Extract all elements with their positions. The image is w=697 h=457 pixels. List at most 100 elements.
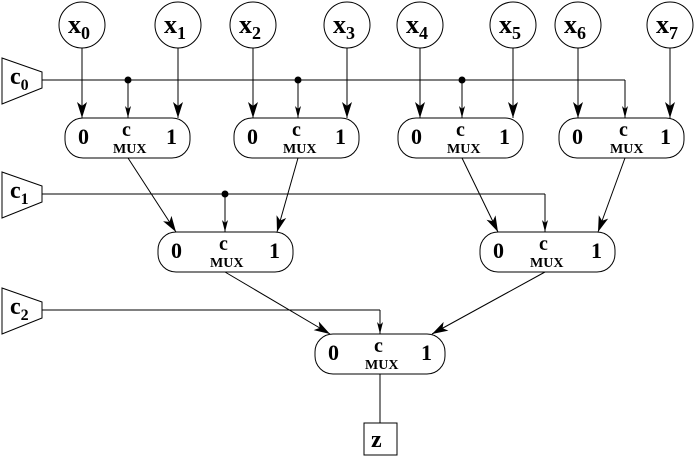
mux-wire-l1-0-to-2	[224, 271, 331, 335]
control-node-c2: c2	[1, 287, 43, 335]
mux-body	[64, 117, 191, 159]
input-wire-0-arrowhead	[77, 102, 87, 118]
control-trapezoid	[1, 287, 43, 335]
mux-wire-l1-1-to-2	[431, 271, 546, 335]
label-subscript: 0	[21, 77, 29, 94]
control-label: c0	[10, 64, 29, 94]
mux-wire-l1-0-to-2-arrowhead	[313, 321, 330, 334]
label-base: x	[333, 10, 346, 39]
input-label: x2	[239, 10, 261, 43]
input-node-x1: x1	[154, 1, 202, 49]
mux-wire-1-to-1-arrowhead	[276, 215, 287, 232]
mux-control-label: c	[219, 233, 228, 255]
label-subscript: 3	[346, 23, 355, 43]
control-label: c1	[10, 178, 29, 208]
input-node-x2: x2	[229, 1, 277, 49]
label-base: x	[499, 10, 512, 39]
control-c1-branch-1-arrowhead	[542, 220, 548, 232]
label-base: x	[239, 10, 252, 39]
input-node-x7: x7	[646, 1, 694, 49]
mux-name-label: MUX	[365, 358, 398, 373]
mux-body	[479, 231, 616, 273]
label-base: c	[10, 64, 21, 90]
label-base: c	[10, 294, 21, 320]
label-base: x	[68, 10, 81, 39]
mux-input-0-label: 0	[411, 124, 422, 149]
input-circle	[323, 1, 371, 49]
label-subscript: 1	[177, 23, 186, 43]
mux-control-label: c	[292, 119, 301, 141]
mux-input-0-label: 0	[78, 124, 89, 149]
input-node-x0: x0	[58, 1, 106, 49]
control-c1-branch-0-arrowhead	[222, 220, 228, 232]
input-circle	[154, 1, 202, 49]
label-subscript: 2	[21, 307, 29, 324]
input-circle	[229, 1, 277, 49]
label-base: x	[164, 10, 177, 39]
mux-input-0-label: 0	[328, 340, 339, 365]
control-trapezoid	[1, 171, 43, 219]
input-circle	[396, 1, 444, 49]
input-node-x6: x6	[554, 1, 602, 49]
control-c0-branch-2-arrowhead	[459, 106, 465, 118]
input-label: x3	[333, 10, 355, 43]
label-subscript: 4	[419, 23, 428, 43]
input-node-x3: x3	[323, 1, 371, 49]
label-base: x	[656, 10, 669, 39]
label-base: c	[10, 178, 21, 204]
input-node-x4: x4	[396, 1, 444, 49]
mux-wire-2-to-1	[461, 157, 499, 233]
mux-input-1-label: 1	[660, 124, 671, 149]
mux-body	[558, 117, 685, 159]
mux-input-0-label: 0	[171, 238, 182, 263]
mux-wire-0-to-1-arrowhead	[163, 215, 176, 232]
mux-input-1-label: 1	[499, 124, 510, 149]
input-label: x1	[164, 10, 186, 43]
wires	[42, 48, 675, 423]
input-circle	[646, 1, 694, 49]
mux-input-0-label: 0	[572, 124, 583, 149]
mux-wire-3-to-1	[597, 157, 626, 233]
output-label: z	[371, 427, 382, 453]
input-circle	[489, 1, 537, 49]
mux-body	[233, 117, 360, 159]
mux-control-label: c	[374, 335, 383, 357]
input-wire-3-arrowhead	[342, 102, 352, 118]
mux-name-label: MUX	[113, 142, 146, 157]
control-c0-branch-1-arrowhead	[295, 106, 301, 118]
control-trapezoid	[1, 57, 43, 105]
mux-input-1-label: 1	[591, 238, 602, 263]
control-c0-branch-3-arrowhead	[622, 106, 628, 118]
input-label: x6	[564, 10, 586, 43]
mux-name-label: MUX	[447, 142, 480, 157]
input-circle	[58, 1, 106, 49]
mux-wire-0-to-1	[127, 157, 177, 233]
mux-name-label: MUX	[210, 256, 243, 271]
mux-input-1-label: 1	[421, 340, 432, 365]
mux-name-label: MUX	[610, 142, 643, 157]
mux-input-1-label: 1	[269, 238, 280, 263]
control-node-c1: c1	[1, 171, 43, 219]
input-wire-6-arrowhead	[573, 102, 583, 118]
mux-control-label: c	[456, 119, 465, 141]
control-c2-branch-arrowhead	[377, 322, 383, 334]
input-label: x4	[406, 10, 428, 43]
control-c0-branch-0-arrowhead	[125, 106, 131, 118]
input-label: x5	[499, 10, 521, 43]
mux-wire-2-to-1-arrowhead	[486, 215, 498, 232]
mux-control-label: c	[619, 119, 628, 141]
mux-body	[314, 333, 446, 375]
mux-wire-3-to-1-arrowhead	[598, 215, 609, 232]
input-wire-4-arrowhead	[415, 102, 425, 118]
mux-control-label: c	[539, 233, 548, 255]
label-subscript: 2	[252, 23, 261, 43]
input-circle	[554, 1, 602, 49]
